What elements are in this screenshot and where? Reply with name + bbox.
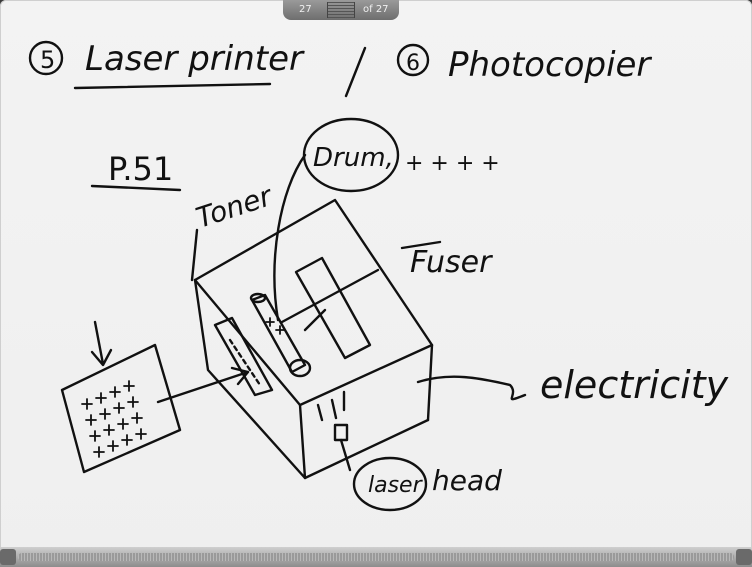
printer-box-right-edge — [428, 345, 432, 420]
photocopier-heading: Photocopier — [448, 45, 652, 85]
charge-signs: + + + + — [405, 151, 500, 176]
item-5-number: 5 — [40, 46, 55, 74]
scrollbar-track[interactable] — [18, 553, 734, 561]
arrow-right-icon — [158, 368, 248, 402]
scroll-right-icon[interactable] — [736, 549, 752, 565]
slash-separator — [346, 48, 365, 96]
scroll-left-icon[interactable] — [0, 549, 16, 565]
toner-cartridge — [215, 318, 272, 395]
fuser-label: Fuser — [410, 245, 493, 280]
horizontal-scrollbar[interactable] — [0, 547, 752, 567]
drum-label: Drum, — [313, 143, 394, 173]
printer-box-bottom — [305, 420, 428, 478]
arrow-down-icon — [92, 322, 111, 365]
toner-pointer — [192, 230, 197, 280]
electricity-label: electricity — [540, 363, 729, 407]
toner-label: Toner — [192, 179, 277, 235]
item-6-number: 6 — [406, 51, 420, 76]
laser-head-box — [335, 425, 347, 440]
printer-box-left — [195, 280, 305, 478]
laser-label: laser — [368, 473, 424, 498]
head-label: head — [432, 464, 502, 497]
dot-pattern — [82, 318, 284, 457]
laser-printer-heading: Laser printer — [85, 39, 305, 79]
power-cable — [418, 377, 525, 399]
page-reference: P.51 — [108, 150, 173, 188]
title-underline — [75, 84, 270, 88]
fuser-pointer — [282, 270, 378, 322]
drum-pointer — [274, 155, 305, 320]
